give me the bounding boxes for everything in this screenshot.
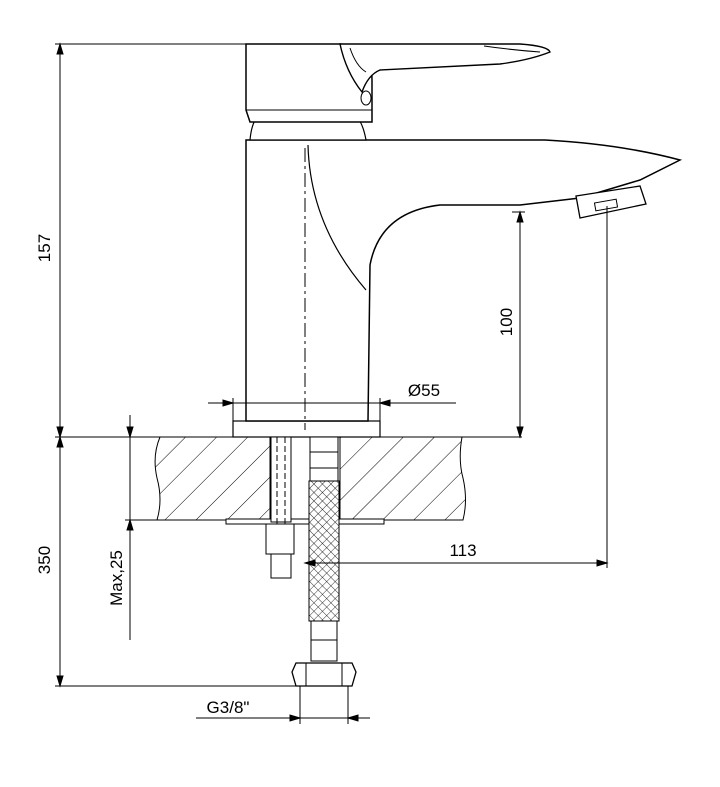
countertop-right-block [339, 436, 466, 521]
label-hose-length: 350 [35, 546, 54, 574]
mounting-nut [265, 523, 295, 555]
handle-screw-icon [360, 90, 372, 106]
label-reach: 113 [449, 541, 476, 560]
countertop-section [55, 436, 522, 525]
hose-hex-nut [291, 662, 357, 687]
mounting-stud [270, 436, 292, 523]
countertop-left-block [154, 436, 271, 521]
supply-assembly [265, 436, 357, 687]
hose-top-fitting [309, 436, 339, 482]
label-max-thickness: Max,25 [107, 550, 126, 606]
braided-hose [308, 480, 340, 622]
hose-bottom-fitting [310, 620, 338, 662]
body-and-spout-outline [245, 139, 683, 422]
label-thread: G3/8" [207, 698, 250, 717]
stud-end [270, 553, 292, 579]
label-spout-height: 100 [497, 308, 516, 336]
faucet-body [232, 43, 683, 438]
label-body-diameter: Ø55 [408, 381, 440, 400]
handle-lever [339, 43, 551, 94]
label-total-height: 157 [35, 234, 54, 262]
body-inner-curve [307, 144, 367, 291]
mounting-plate [225, 518, 385, 525]
handle-lever-inner [349, 47, 367, 73]
handle-lever-highlight [483, 45, 541, 53]
base-flange [232, 420, 381, 438]
dimension-lines [55, 42, 609, 724]
